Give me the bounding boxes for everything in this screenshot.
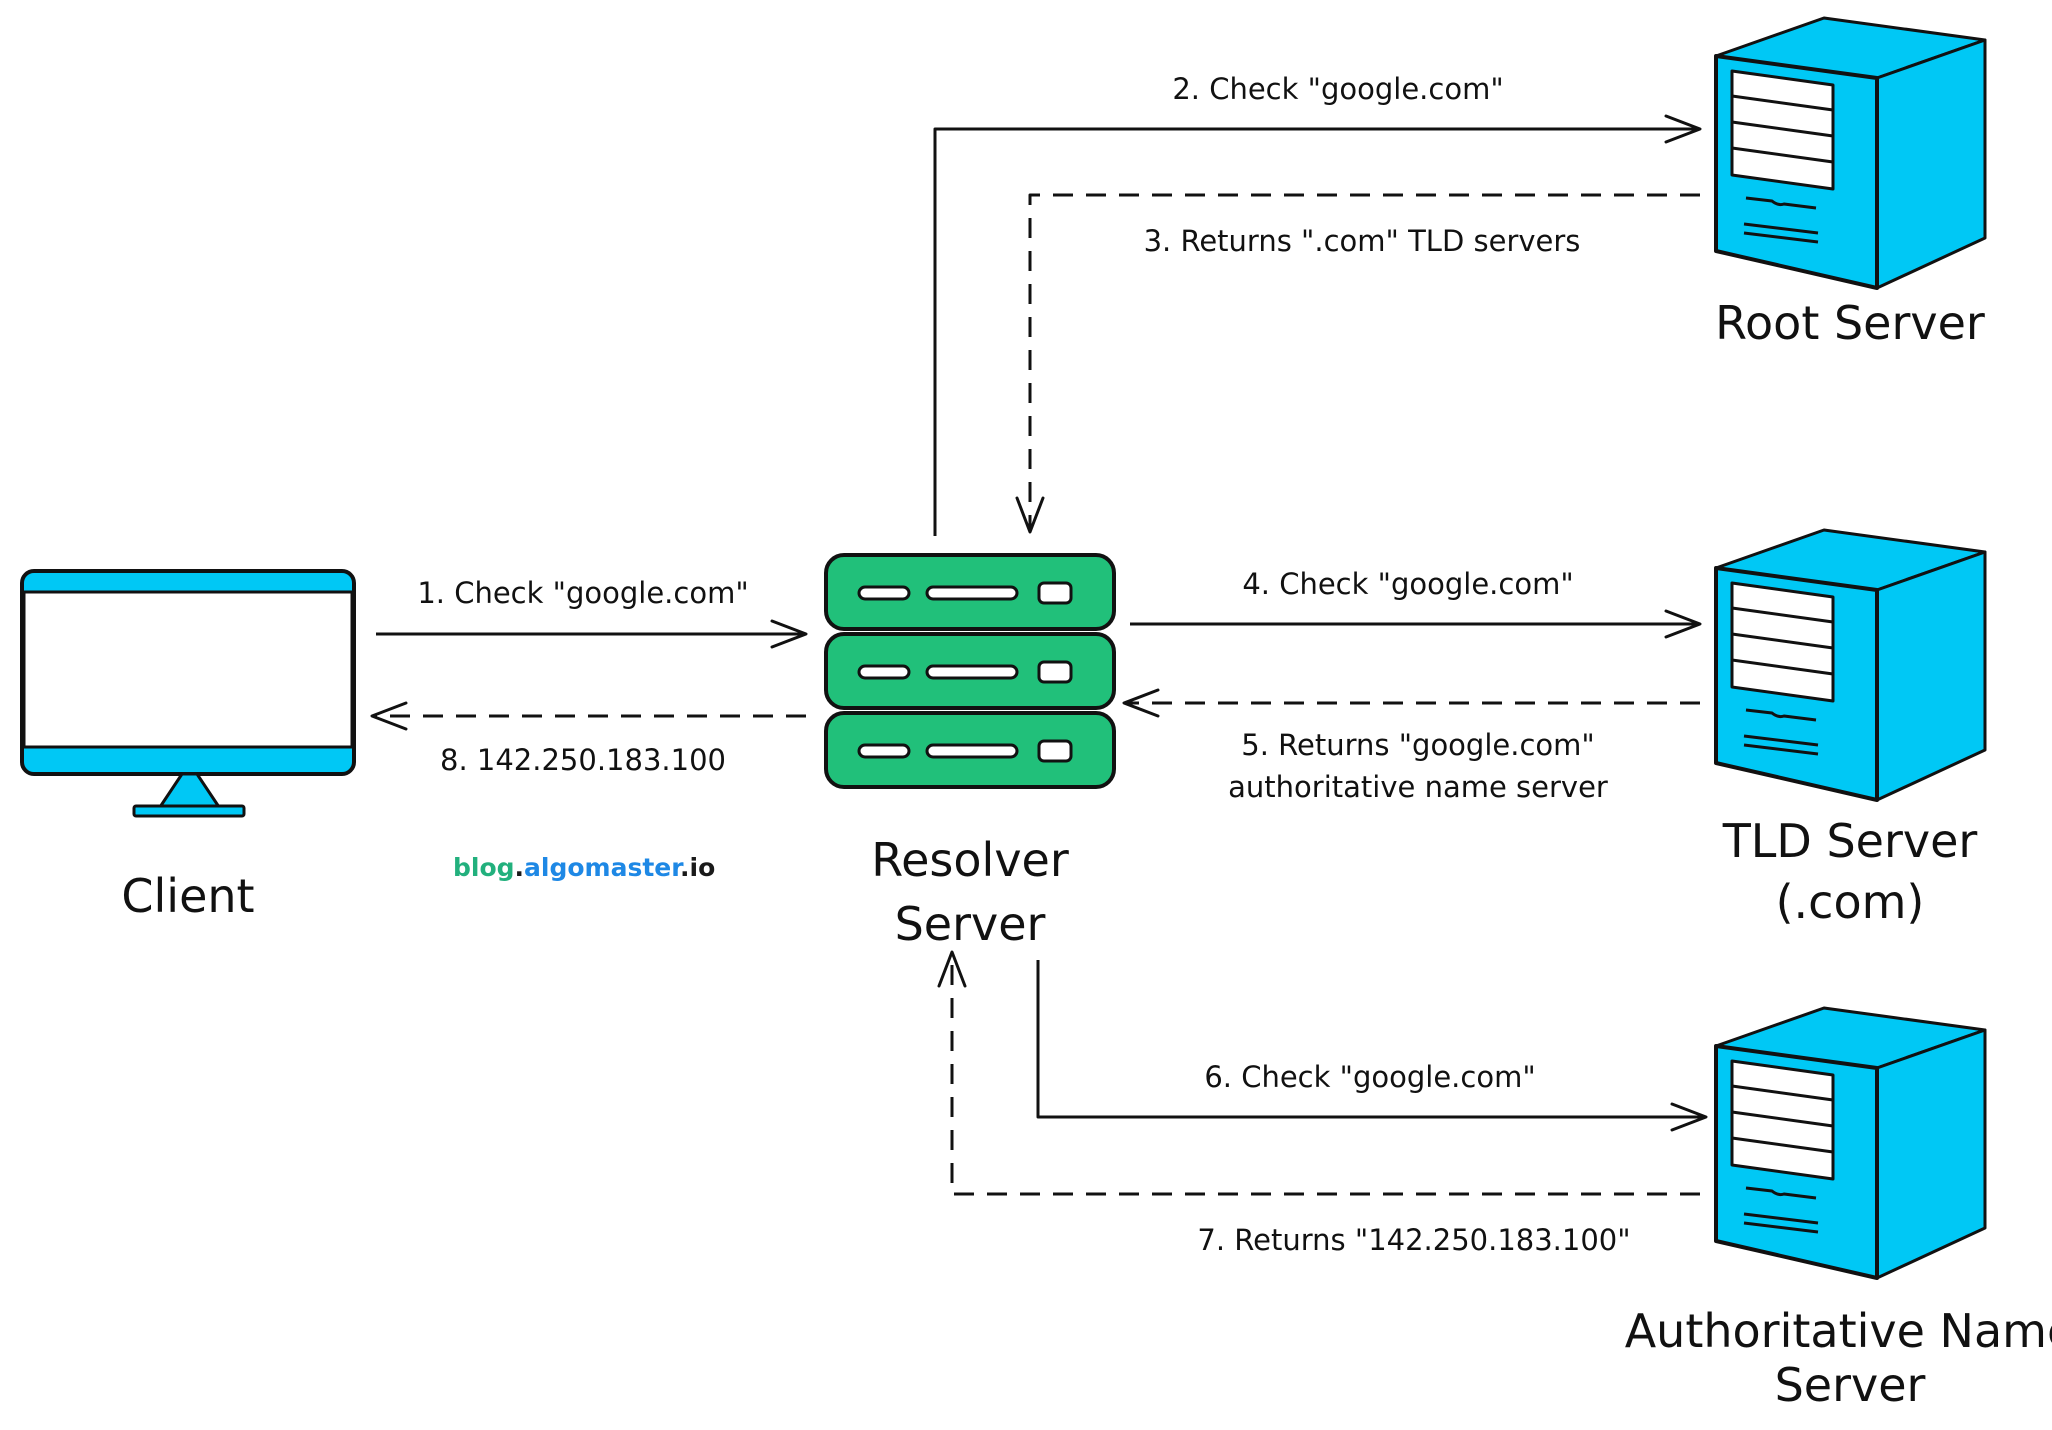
tld-server-label-line1: TLD Server: [1722, 814, 1978, 868]
resolver-label-line2: Server: [895, 897, 1046, 951]
client-monitor-icon: [20, 569, 356, 818]
authoritative-server-icon: [1714, 1006, 1987, 1280]
edge-step5-label-line2: authoritative name server: [1228, 770, 1608, 804]
edge-step7-arrow: [937, 950, 1700, 1196]
resolver-server-icon: [824, 553, 1116, 789]
root-server-icon: [1714, 16, 1987, 290]
resolver-rack-unit: [824, 632, 1116, 710]
edge-step8-label: 8. 142.250.183.100: [440, 743, 726, 777]
resolver-rack-unit: [824, 711, 1116, 789]
tld-server-label-line2: (.com): [1776, 875, 1925, 929]
edge-step5-arrow: [1122, 688, 1700, 718]
authoritative-label-line1: Authoritative Name: [1625, 1304, 2052, 1358]
tld-server-icon: [1714, 528, 1987, 802]
root-server-label: Root Server: [1715, 296, 1985, 350]
edge-step3-label: 3. Returns ".com" TLD servers: [1144, 224, 1581, 258]
client-label: Client: [121, 869, 254, 923]
watermark-logo: blog.algomaster.io: [453, 853, 715, 882]
edge-step8-arrow: [370, 701, 806, 731]
resolver-label-line1: Resolver: [871, 833, 1069, 887]
edge-step7-label: 7. Returns "142.250.183.100": [1197, 1223, 1630, 1257]
edge-step4-label: 4. Check "google.com": [1242, 567, 1573, 601]
edge-step3-arrow: [1015, 193, 1700, 534]
edge-step2-arrow: [933, 114, 1702, 536]
edge-step5-label-line1: 5. Returns "google.com": [1241, 728, 1594, 762]
resolver-rack-unit: [824, 553, 1116, 631]
edge-step1-arrow: [376, 619, 808, 649]
authoritative-label-line2: Server: [1775, 1358, 1926, 1412]
edge-step4-arrow: [1130, 609, 1702, 639]
edge-step1-label: 1. Check "google.com": [417, 576, 748, 610]
edge-step2-label: 2. Check "google.com": [1172, 72, 1503, 106]
edge-step6-label: 6. Check "google.com": [1204, 1060, 1535, 1094]
edge-step6-arrow: [1036, 960, 1708, 1132]
